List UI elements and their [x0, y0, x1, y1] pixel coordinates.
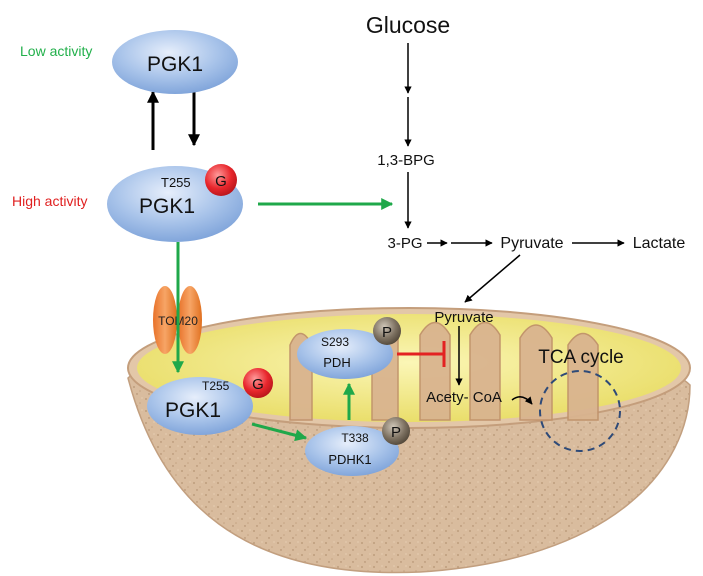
pgk1-mid-label: PGK1 — [139, 195, 195, 218]
pgk1-top-label: PGK1 — [147, 53, 203, 76]
acetyl-coa-label: Acety- CoA — [426, 389, 502, 406]
lactate-label: Lactate — [633, 235, 686, 252]
g-badge-mito — [243, 368, 273, 398]
pdh-s293: S293 — [321, 335, 349, 349]
bpg-label: 1,3-BPG — [377, 152, 435, 169]
3pg-label: 3-PG — [387, 235, 422, 252]
p-badge-pdhk1 — [382, 417, 410, 445]
pdhk1-t338: T338 — [341, 431, 369, 445]
p-badge-pdh-label: P — [382, 324, 392, 341]
arrow-pyruvate-mito — [464, 254, 521, 303]
glucose-label: Glucose — [366, 12, 450, 38]
pgk1-mito-label: PGK1 — [165, 399, 221, 422]
green-arrows — [172, 198, 394, 442]
pdh-node — [297, 329, 393, 379]
pgk1-mito-node — [147, 377, 253, 435]
p-badge-pdhk1-label: P — [391, 424, 401, 441]
low-activity-label: Low activity — [20, 43, 92, 59]
pgk1-mid-t255: T255 — [161, 175, 191, 190]
p-badge-pdh — [373, 317, 401, 345]
g-badge-mid — [205, 164, 237, 196]
pyruvate-mito-label: Pyruvate — [434, 309, 493, 326]
g-badge-mito-label: G — [252, 376, 264, 393]
high-activity-label: High activity — [12, 193, 87, 209]
tca-cycle-label: TCA cycle — [538, 347, 624, 368]
arrow-pgk1-pdhk1 — [251, 422, 308, 442]
black-arrows — [147, 43, 625, 405]
inhibition-pdh — [397, 341, 446, 367]
arrow-acetylcoa-tca — [511, 396, 533, 405]
pdhk1-node — [305, 426, 399, 476]
tom20-channel — [153, 286, 202, 354]
pdh-label: PDH — [323, 355, 350, 370]
tca-cycle-circle — [539, 370, 621, 452]
pdhk1-label: PDHK1 — [328, 452, 371, 467]
pyruvate-label: Pyruvate — [500, 235, 563, 252]
pgk1-mito-t255: T255 — [202, 379, 230, 393]
g-badge-mid-label: G — [215, 173, 227, 190]
pgk1-top-node — [112, 30, 238, 94]
